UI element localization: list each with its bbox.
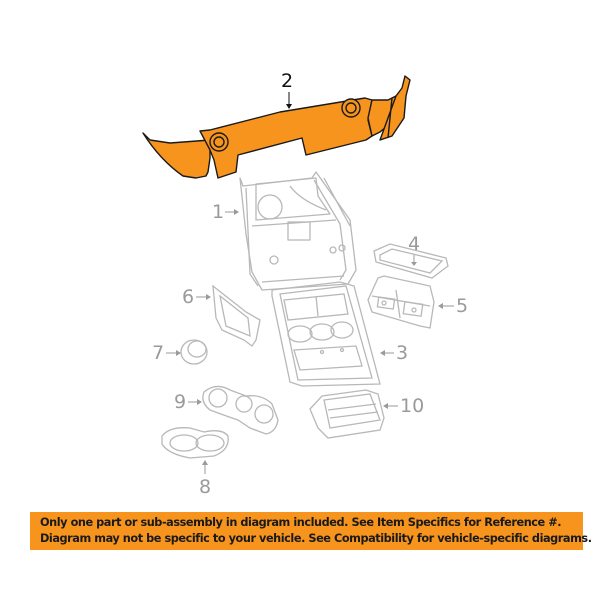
part-1-console-base[interactable] [239,171,357,291]
callout-10: 10 [400,395,425,417]
part-6-side-trim-bezel[interactable] [212,284,261,347]
callout-3: 3 [396,342,409,364]
part-8-cup-holder[interactable] [161,427,229,459]
callout-7: 7 [152,342,165,364]
callout-9: 9 [174,391,187,413]
callout-2: 2 [281,70,294,92]
part-5-switch-panel[interactable] [367,275,435,329]
disclaimer-line-1: Only one part or sub-assembly in diagram… [40,516,562,529]
part-9-knob-bezel[interactable] [202,385,279,435]
part-10-storage-bin[interactable] [309,389,385,439]
callout-4: 4 [408,233,421,255]
callout-5: 5 [456,295,469,317]
part-2-console-trim-panel[interactable] [142,75,411,179]
part-4-storage-tray[interactable] [373,243,449,279]
callout-6: 6 [182,286,195,308]
callout-8: 8 [199,476,212,498]
part-7-knob[interactable] [180,339,208,365]
part-3-center-bezel[interactable] [271,281,381,387]
disclaimer-line-2: Diagram may not be specific to your vehi… [40,532,592,545]
leader-lines [166,92,454,474]
disclaimer-banner: Only one part or sub-assembly in diagram… [30,512,592,550]
callout-1: 1 [212,201,225,223]
